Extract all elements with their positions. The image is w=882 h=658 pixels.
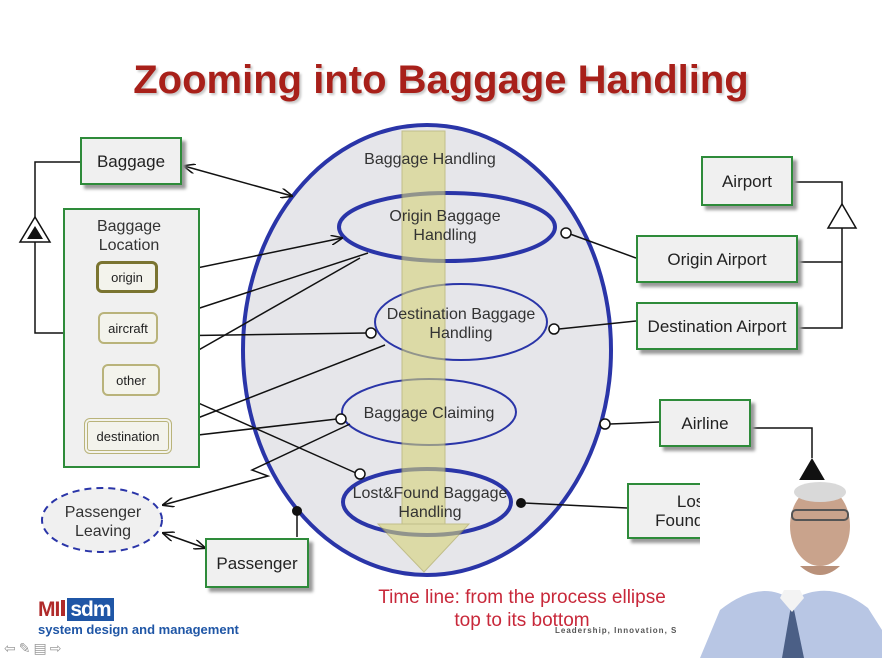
destination-output-link bbox=[172, 344, 386, 428]
baggage-location-label: Baggage Location bbox=[96, 218, 162, 254]
timeline-arrow bbox=[376, 130, 471, 573]
aggregation-triangle-icon bbox=[798, 458, 826, 482]
lost-found-baggage-handling-label: Lost&Found Baggage Handling bbox=[352, 485, 508, 521]
airline-aggregation-link bbox=[752, 427, 813, 458]
baggage-claiming-label: Baggage Claiming bbox=[363, 405, 495, 422]
lost-found-desk-link bbox=[523, 502, 628, 509]
instrument-circle-icon bbox=[548, 323, 560, 335]
logo-subtitle: system design and management bbox=[38, 622, 239, 637]
arrow-left-icon[interactable]: ⇦ bbox=[4, 640, 19, 656]
instrument-circle-icon bbox=[354, 468, 366, 480]
tagline: Leadership, Innovation, S bbox=[555, 626, 678, 635]
generalization-triangle-icon bbox=[826, 202, 858, 229]
destination-baggage-handling-label: Destination Baggage Handling bbox=[386, 306, 536, 342]
state-other: other bbox=[102, 364, 160, 396]
instrument-circle-icon bbox=[365, 327, 377, 339]
instrument-circle-icon bbox=[560, 227, 572, 239]
instrument-circle-icon bbox=[599, 418, 611, 430]
baggage-handling-label: Baggage Handling bbox=[364, 151, 496, 168]
pencil-icon[interactable]: ✎ bbox=[18, 640, 34, 656]
generalization-triangle-inner-icon bbox=[27, 226, 43, 239]
agent-dot-icon bbox=[292, 506, 302, 516]
state-destination: destination bbox=[84, 418, 172, 454]
state-aircraft: aircraft bbox=[98, 312, 158, 344]
airport-generalization-link bbox=[794, 181, 843, 204]
passenger-leaving-result-link bbox=[163, 423, 351, 505]
origin-baggage-handling-label: Origin Baggage Handling bbox=[389, 208, 501, 244]
state-origin: origin bbox=[96, 261, 158, 293]
presenter-video-image bbox=[700, 480, 882, 658]
agent-dot-icon bbox=[516, 498, 526, 508]
baggage-object: Baggage bbox=[80, 137, 182, 185]
menu-icon[interactable]: ▤ bbox=[33, 640, 50, 656]
baggage-generalization-link bbox=[34, 161, 80, 217]
slide-nav: ⇦✎▤⇨ bbox=[4, 640, 64, 657]
instrument-circle-icon bbox=[335, 413, 347, 425]
arrow-right-icon[interactable]: ⇨ bbox=[49, 640, 65, 656]
airport-object: Airport bbox=[701, 156, 793, 206]
slide-title: Zooming into Baggage Handling bbox=[133, 58, 749, 102]
passenger-link bbox=[163, 533, 205, 548]
origin-airport-object: Origin Airport bbox=[636, 235, 798, 283]
passenger-leaving-object bbox=[41, 487, 163, 553]
origin-baggage-handling-process bbox=[337, 191, 557, 263]
destination-airport-object: Destination Airport bbox=[636, 302, 798, 350]
airline-object: Airline bbox=[659, 399, 751, 447]
origin-airport-link bbox=[569, 233, 637, 259]
timeline-note: Time line: from the process ellipse top … bbox=[378, 587, 666, 631]
destination-airport-link bbox=[558, 320, 637, 330]
baggage-handling-effect-link bbox=[184, 166, 292, 196]
passenger-object: Passenger bbox=[205, 538, 309, 588]
airline-link bbox=[609, 421, 660, 425]
destination-airport-specialization-link bbox=[798, 228, 843, 329]
baggage-location-link bbox=[34, 242, 64, 334]
passenger-leaving-label: Passenger Leaving bbox=[64, 504, 142, 540]
